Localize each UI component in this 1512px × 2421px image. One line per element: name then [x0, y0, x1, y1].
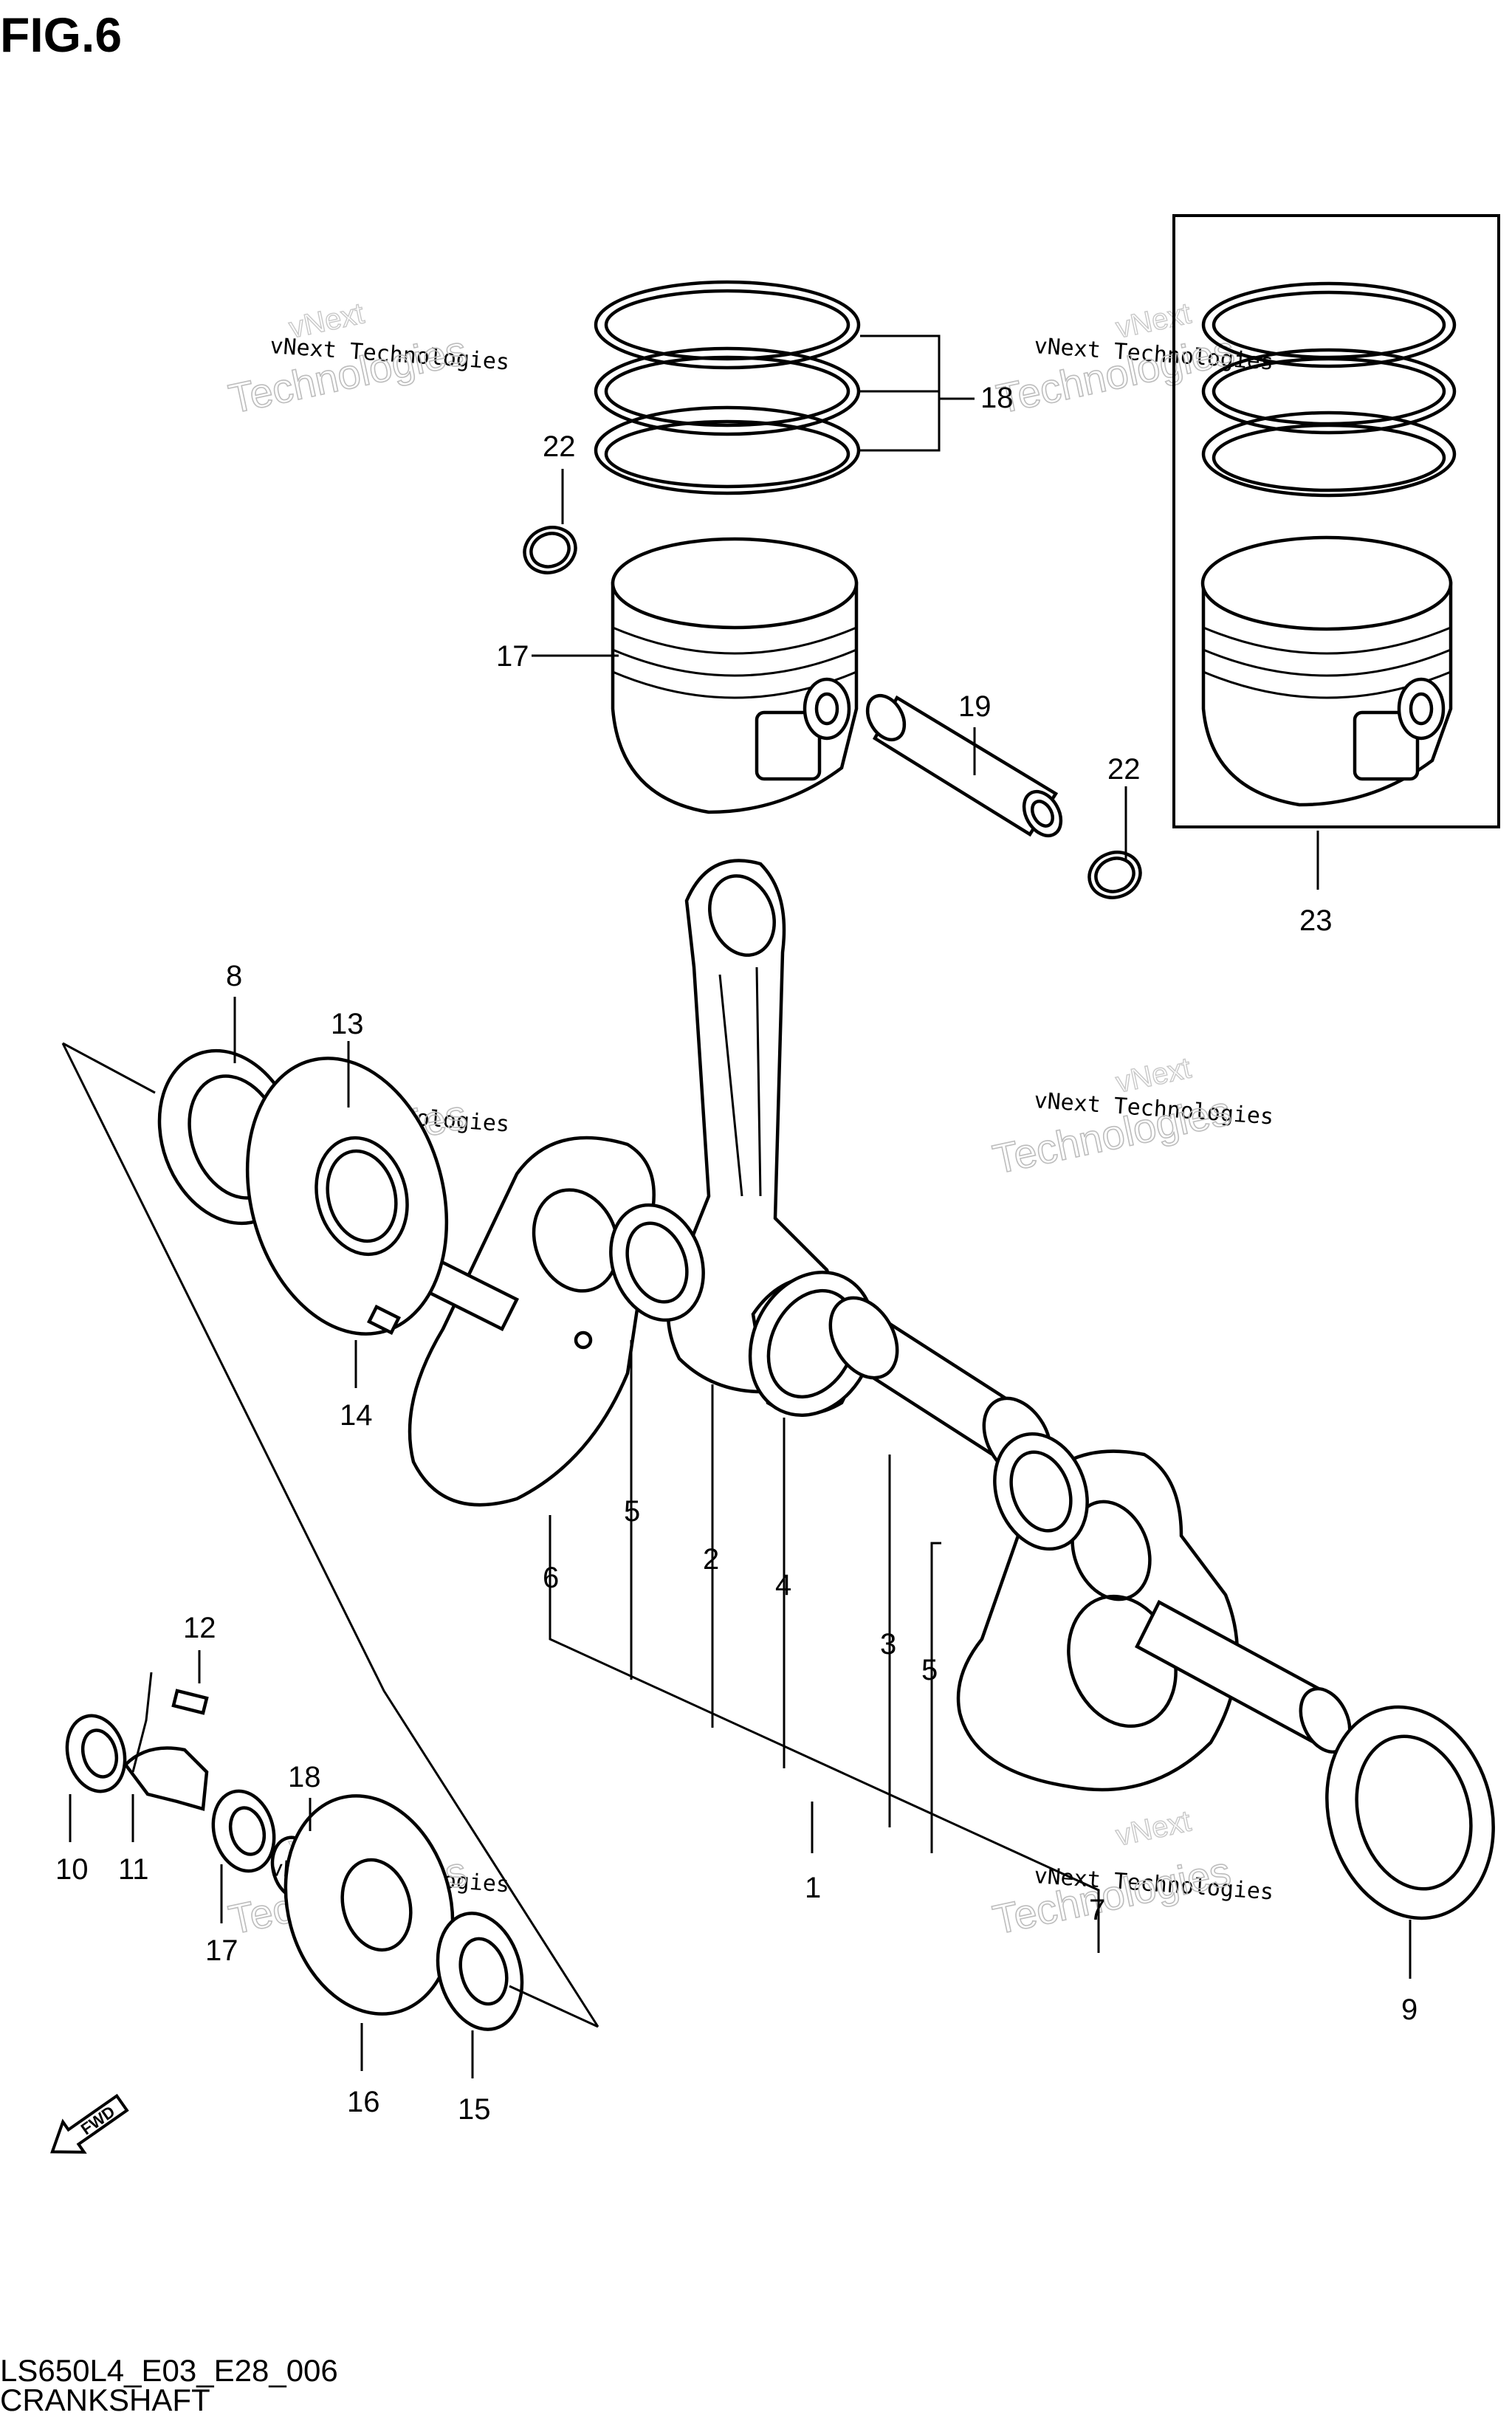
callout-labels: 18 22 17 19 22 23 8 13 14 5 6 2 4 3 5 1 … — [55, 382, 1418, 2126]
piston-pin-circlip-left — [523, 526, 577, 574]
callout-11: 11 — [118, 1853, 149, 1886]
callout-23: 23 — [1299, 904, 1333, 937]
dowel-pin — [366, 1304, 402, 1336]
svg-text:vNext: vNext — [1113, 1052, 1194, 1099]
piston-set-piston — [1200, 535, 1453, 807]
spacer — [211, 1789, 276, 1873]
svg-text:Technologies: Technologies — [989, 1847, 1234, 1943]
bearing-right — [1325, 1705, 1495, 1920]
model-code: LS650L4_E03_E28_006 — [0, 2353, 338, 2388]
oil-seal — [65, 1714, 127, 1793]
fwd-arrow-icon: FWD — [50, 2093, 129, 2154]
watermark-top-left: vNext vNext Technologies Technologies — [224, 297, 511, 423]
callout-20: 18 — [980, 382, 1014, 414]
watermark-bottom-right: vNext vNext Technologies Technologies — [989, 1804, 1275, 1944]
leader-lines — [69, 334, 1412, 2078]
callout-22-left: 22 — [543, 430, 576, 463]
watermark-top-right: vNext vNext Technologies Technologies — [992, 297, 1275, 423]
callout-21: 19 — [958, 690, 992, 723]
retainer-screw — [171, 1689, 209, 1715]
retainer-plate — [123, 1746, 209, 1811]
callout-9: 9 — [1401, 1994, 1418, 2026]
primary-drive-gear — [245, 1057, 449, 1336]
piston-set-box — [1172, 214, 1500, 828]
connecting-rod — [666, 859, 836, 1394]
crank-web-left — [408, 1136, 656, 1507]
callout-1: 1 — [805, 1872, 821, 1904]
callout-12: 12 — [183, 1612, 216, 1644]
callout-5-right: 5 — [921, 1654, 938, 1686]
assembly-guide-lines — [61, 1042, 599, 2028]
thrust-washer-left — [609, 1203, 705, 1322]
right-shaft — [1135, 1599, 1352, 1754]
callout-22-right: 22 — [1107, 753, 1141, 786]
piston-pin — [865, 693, 1063, 838]
figure-title: FIG.6 — [0, 7, 122, 62]
diagram-caption: CRANKSHAFT — [0, 2383, 210, 2417]
splined-sleeve — [436, 1912, 524, 2031]
callout-14: 14 — [340, 1399, 373, 1432]
piston-pin-circlip-right — [1087, 851, 1142, 899]
callout-16: 16 — [347, 2086, 380, 2118]
callout-8: 8 — [226, 960, 242, 992]
callout-2: 2 — [703, 1543, 719, 1576]
callout-17: 17 — [205, 1934, 238, 1967]
callout-3: 3 — [880, 1628, 896, 1661]
piston-ring-set — [594, 280, 861, 495]
svg-text:vNext: vNext — [1113, 1805, 1194, 1852]
callout-5-left: 5 — [624, 1495, 640, 1528]
thrust-washer-right — [993, 1432, 1089, 1551]
balancer-drive-gear — [284, 1794, 455, 2016]
callout-6: 6 — [543, 1562, 559, 1594]
callout-7: 7 — [1089, 1894, 1105, 1926]
callout-15: 15 — [458, 2093, 491, 2126]
callout-13: 13 — [331, 1008, 364, 1040]
piston — [611, 537, 859, 814]
callout-18: 18 — [288, 1761, 321, 1793]
callout-10: 10 — [55, 1853, 89, 1886]
callout-4: 4 — [775, 1569, 791, 1601]
piston-set-rings — [1201, 281, 1457, 498]
callout-19: 17 — [496, 640, 529, 673]
watermark-mid-right: vNext vNext Technologies Technologies — [989, 1051, 1275, 1184]
